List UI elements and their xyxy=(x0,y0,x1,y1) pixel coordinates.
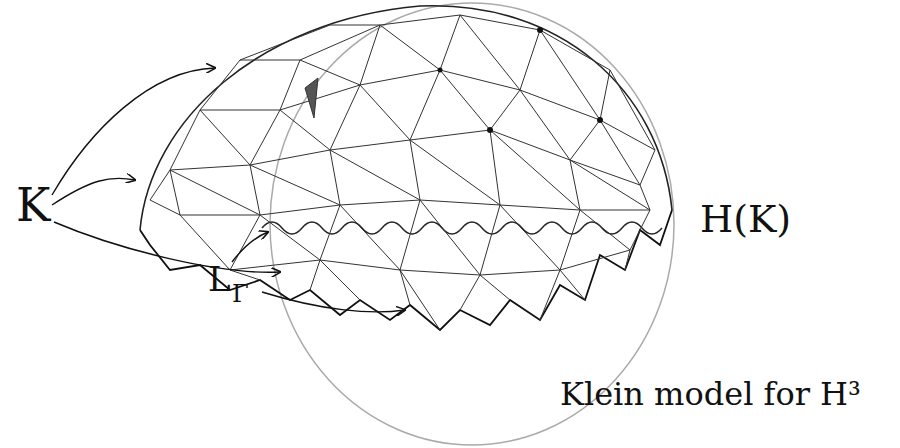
model-caption: Klein model for H³ xyxy=(560,378,861,410)
hull-outline xyxy=(140,6,672,230)
shaded-face xyxy=(305,78,318,118)
triangulation-mesh xyxy=(150,15,655,330)
hull-label: K xyxy=(16,182,50,228)
hull-name-label: H(K) xyxy=(700,200,791,238)
limit-set-label: L xyxy=(208,262,231,296)
vertex-dots xyxy=(438,27,604,133)
limit-set-subscript: Γ xyxy=(232,282,249,306)
leader-lines xyxy=(52,68,405,312)
